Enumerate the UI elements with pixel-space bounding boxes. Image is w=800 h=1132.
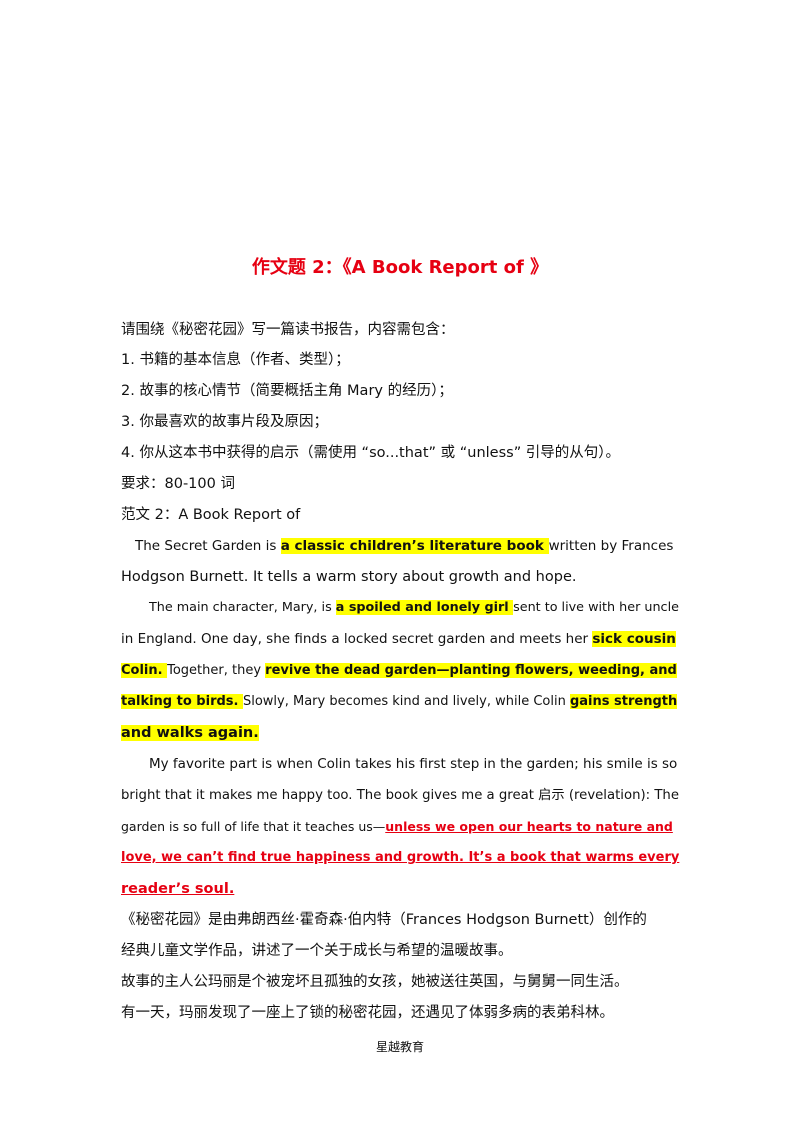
chinese-line3: 故事的主人公玛丽是个被宠坏且孤独的女孩，她被送往英国，与舅舅一同生活。 <box>121 974 629 990</box>
essay-p2-line4: talking to birds. Slowly, Mary becomes k… <box>121 694 678 709</box>
highlight-phrase: and walks again. <box>121 725 259 741</box>
highlight-phrase: a classic children’s literature book <box>280 538 549 554</box>
essay-p2-line5: and walks again. <box>121 723 679 743</box>
emphasis-sentence: love, we can’t find true happiness and g… <box>121 850 680 865</box>
requirement: 要求：80-100 词 <box>121 476 235 492</box>
chinese-line2: 经典儿童文学作品，讲述了一个关于成长与希望的温暖故事。 <box>121 943 513 959</box>
essay-p2-line2: in England. One day, she finds a locked … <box>121 631 676 647</box>
chinese-line4: 有一天，玛丽发现了一座上了锁的秘密花园，还遇见了体弱多病的表弟科林。 <box>121 1005 614 1021</box>
highlight-phrase: gains strength <box>569 694 678 709</box>
essay-p1-line2: Hodgson Burnett. It tells a warm story a… <box>121 569 577 585</box>
highlight-phrase: revive the dead garden—planting flowers,… <box>265 663 677 678</box>
emphasis-sentence: unless we open our hearts to nature and <box>385 819 673 834</box>
essay-p3-line2: bright that it makes me happy too. The b… <box>121 788 679 803</box>
highlight-phrase: Colin. <box>121 663 168 678</box>
essay-p3-line1: My favorite part is when Colin takes his… <box>149 756 678 772</box>
essay-p3-line3: garden is so full of life that it teache… <box>121 819 673 834</box>
chinese-line1: 《秘密花园》是由弗朗西丝·霍奇森·伯内特（Frances Hodgson Bur… <box>121 912 647 928</box>
prompt-item-2: 2. 故事的核心情节（简要概括主角 Mary 的经历）； <box>121 383 453 399</box>
prompt-item-3: 3. 你最喜欢的故事片段及原因； <box>121 414 328 430</box>
sample-heading: 范文 2：A Book Report of <box>121 507 301 523</box>
highlight-phrase: sick cousin <box>592 631 676 647</box>
prompt-item-4: 4. 你从这本书中获得的启示（需使用 “so...that” 或 “unless… <box>121 445 621 461</box>
essay-p2-line1: The main character, Mary, is a spoiled a… <box>149 600 679 615</box>
page-title: 作文题 2：《A Book Report of 》 <box>251 257 549 278</box>
essay-p2-line3: Colin. Together, they revive the dead ga… <box>121 663 677 678</box>
highlight-phrase: a spoiled and lonely girl <box>335 600 514 615</box>
prompt-item-1: 1. 书籍的基本信息（作者、类型）； <box>121 352 350 368</box>
essay-p3-line4: love, we can’t find true happiness and g… <box>121 848 679 868</box>
footer-brand: 星越教育 <box>375 1040 424 1054</box>
highlight-phrase: talking to birds. <box>121 694 243 709</box>
essay-p1-line1: The Secret Garden is a classic children’… <box>135 538 674 554</box>
emphasis-sentence: reader’s soul. <box>121 881 235 897</box>
prompt-intro: 请围绕《秘密花园》写一篇读书报告，内容需包含： <box>121 322 455 338</box>
essay-p3-line5: reader’s soul. <box>121 879 679 899</box>
